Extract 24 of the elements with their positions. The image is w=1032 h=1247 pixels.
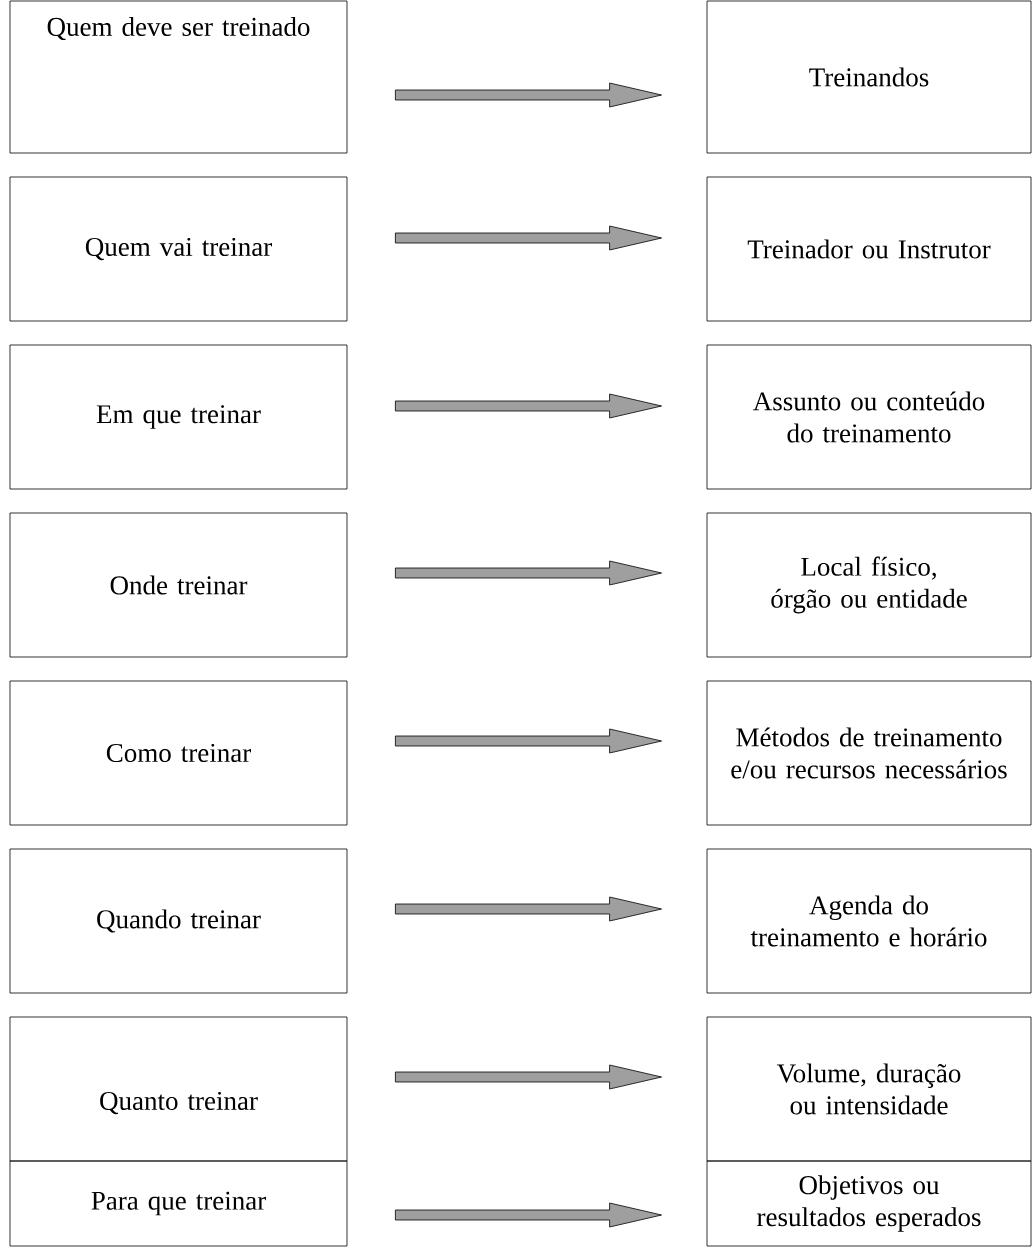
text-box: Quem deve ser treinado: [9, 0, 348, 154]
text-box: Objetivos ou resultados esperados: [706, 1160, 1032, 1247]
text-box: Local físico, órgão ou entidade: [706, 512, 1032, 658]
text-box: Quem vai treinar: [9, 176, 348, 322]
text-box: Quanto treinar: [9, 1016, 348, 1162]
text-box: Quando treinar: [9, 848, 348, 994]
text-box: Treinador ou Instrutor: [706, 176, 1032, 322]
text-box: Treinandos: [706, 0, 1032, 154]
block-arrow: [395, 82, 662, 108]
block-arrow: [395, 393, 662, 419]
block-arrow: [395, 1202, 662, 1228]
text-box: Em que treinar: [9, 344, 348, 490]
text-box: Como treinar: [9, 680, 348, 826]
text-box: Métodos de treinamento e/ou recursos necessários: [706, 680, 1032, 826]
text-box: Volume, duração ou intensidade: [706, 1016, 1032, 1162]
text-box: Agenda do treinamento e horário: [706, 848, 1032, 994]
block-arrow: [395, 1064, 662, 1090]
text-box: Assunto ou conteúdo do treinamento: [706, 344, 1032, 490]
block-arrow: [395, 560, 662, 586]
block-arrow: [395, 896, 662, 922]
text-box: Para que treinar: [9, 1160, 348, 1247]
text-box: Onde treinar: [9, 512, 348, 658]
block-arrow: [395, 225, 662, 251]
block-arrow: [395, 728, 662, 754]
